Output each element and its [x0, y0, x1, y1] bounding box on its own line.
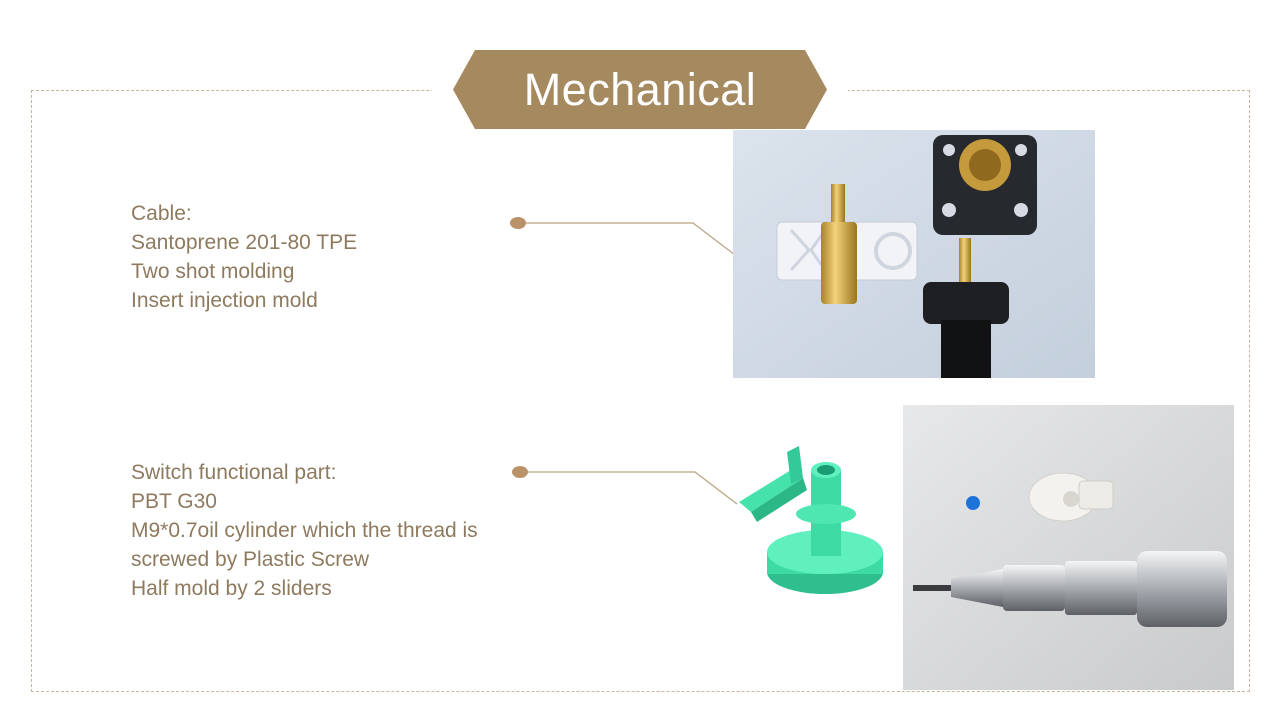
switch-line-3: M9*0.7oil cylinder which the thread is: [131, 519, 478, 542]
switch-callout: [512, 466, 738, 505]
cable-text-block: Cable: Santoprene 201-80 TPE Two shot mo…: [131, 199, 357, 315]
cable-line-4: Insert injection mold: [131, 289, 318, 312]
switch-line-1: Switch functional part:: [131, 461, 337, 484]
switch-line-2: PBT G30: [131, 490, 217, 513]
page-title: Mechanical: [523, 63, 757, 115]
switch-line-5: Half mold by 2 sliders: [131, 577, 332, 600]
cable-line-3: Two shot molding: [131, 260, 295, 283]
cable-line-1: Cable:: [131, 202, 192, 225]
switch-text-block: Switch functional part: PBT G30 M9*0.7oi…: [131, 458, 478, 603]
switch-line-4: screwed by Plastic Screw: [131, 548, 370, 571]
green-3d-cad-model: [739, 446, 883, 594]
cable-callout: [510, 217, 736, 256]
brass-insert-and-black-connector-photo: [733, 130, 1095, 378]
title-banner: [453, 50, 827, 129]
cable-line-2: Santoprene 201-80 TPE: [131, 231, 358, 254]
torque-screwdriver-and-plastic-part-photo: [903, 405, 1234, 690]
